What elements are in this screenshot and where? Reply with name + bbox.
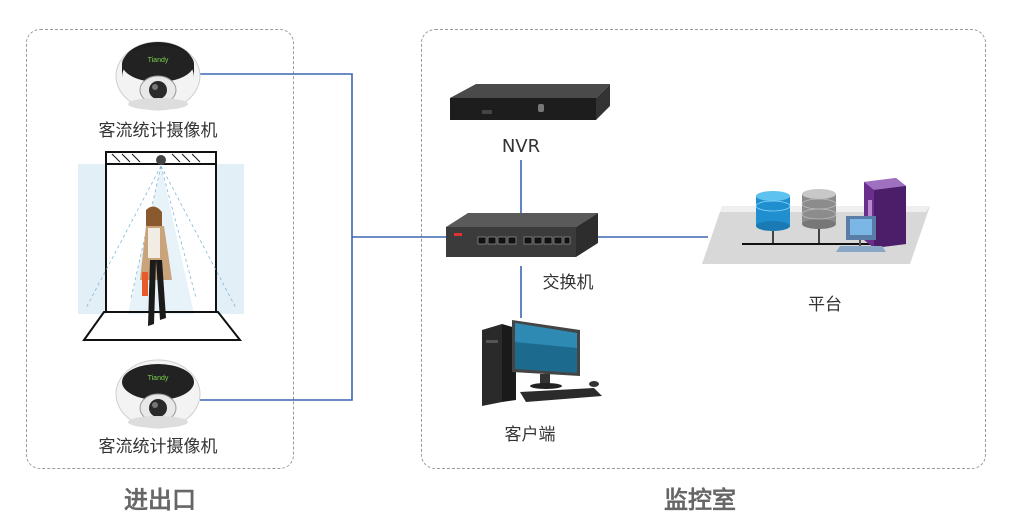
entrance-zone	[26, 29, 294, 469]
database-gray-icon	[801, 189, 837, 244]
platform-label: 平台	[808, 295, 842, 315]
platform-icon	[702, 178, 930, 264]
monitor-room-zone-title: 监控室	[664, 486, 736, 514]
camera-bottom-label: 客流统计摄像机	[98, 437, 218, 457]
camera-brand-logo: Tiandy	[148, 375, 169, 382]
camera-top-icon: Tiandy	[115, 41, 201, 111]
entrance-zone-title: 进出口	[124, 486, 196, 514]
camera-brand-logo: Tiandy	[148, 57, 169, 64]
entrance-gate-illustration	[78, 151, 244, 341]
switch-label: 交换机	[542, 273, 594, 293]
nvr-label: NVR	[501, 136, 541, 157]
monitor-room-zone	[421, 29, 986, 469]
workstation-icon	[836, 216, 886, 252]
nvr-icon	[450, 84, 610, 120]
database-blue-icon	[755, 191, 791, 244]
client-pc-icon	[482, 320, 602, 406]
client-label: 客户端	[504, 425, 556, 445]
switch-icon	[446, 213, 598, 257]
camera-bottom-icon: Tiandy	[115, 359, 201, 429]
camera-top-label: 客流统计摄像机	[98, 121, 218, 141]
